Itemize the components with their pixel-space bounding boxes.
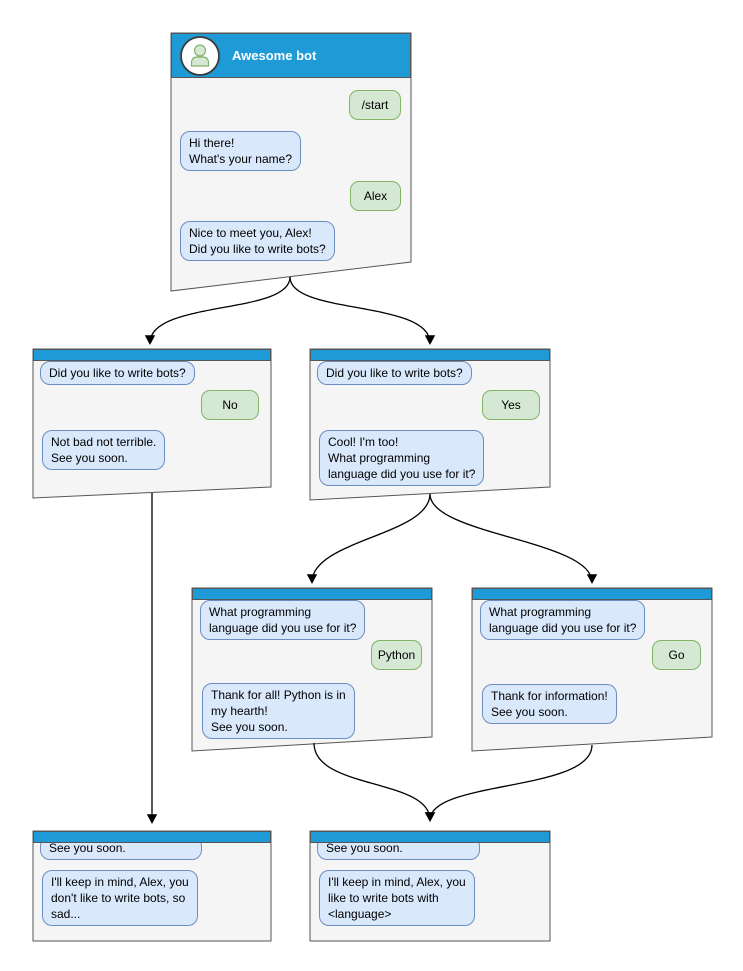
user-message-bubble: No [201,390,259,420]
flow-arrow-main-to-yes [289,276,436,345]
flow-arrow-yes-to-python [306,493,431,584]
chat-header-branch-python [192,588,432,600]
bot-message-bubble: Thank for all! Python is in my hearth! S… [202,683,355,739]
bot-message-bubble: Did you like to write bots? [317,361,472,385]
bot-message-bubble: Cool! I'm too! What programming language… [319,430,485,486]
user-message-bubble: /start [349,90,401,120]
flow-arrow-python-to-end [313,742,436,822]
chat-header-main: Awesome bot [171,33,411,78]
bot-message-bubble: What programming language did you use fo… [200,600,366,640]
bot-message-bubble: Thank for information! See you soon. [482,684,617,724]
chat-header-end-no [33,831,271,843]
bot-message-bubble: I'll keep in mind, Alex, you don't like … [42,870,198,926]
user-message-bubble: Yes [482,390,540,420]
bot-message-bubble: Nice to meet you, Alex! Did you like to … [180,221,335,261]
chat-header-end-yes [310,831,550,843]
bot-message-bubble: What programming language did you use fo… [480,600,646,640]
flow-arrow-yes-to-go [429,493,598,584]
user-message-bubble: Go [652,640,701,670]
chat-header-branch-no [33,349,271,361]
bot-message-bubble: Hi there! What's your name? [180,131,302,171]
flow-arrow-main-to-no [144,276,291,345]
bot-message-bubble: Not bad not terrible. See you soon. [42,430,166,470]
chat-header-branch-go [472,588,712,600]
chat-header-branch-yes [310,349,550,361]
user-message-bubble: Alex [350,181,401,211]
flow-arrow-go-to-end [424,744,593,822]
user-message-bubble: Python [371,640,422,670]
bot-message-bubble: I'll keep in mind, Alex, you like to wri… [319,870,475,926]
bot-message-bubble: Did you like to write bots? [40,361,195,385]
bot-avatar-person-icon [180,35,220,76]
bot-title: Awesome bot [232,48,317,63]
